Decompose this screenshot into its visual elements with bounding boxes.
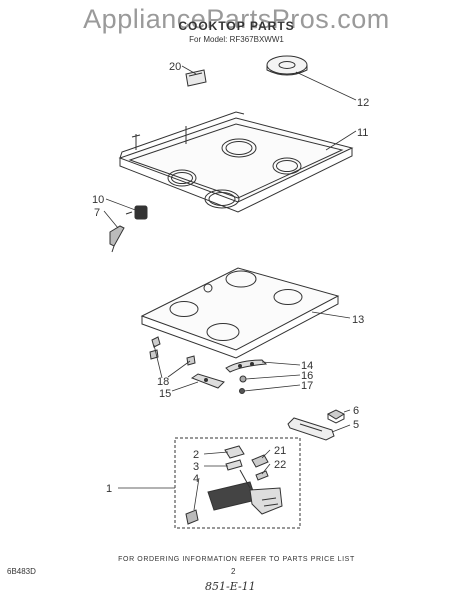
leader-lines: [103, 65, 357, 511]
callout-6: 6: [353, 405, 359, 417]
part-18-clips: [149, 336, 196, 366]
callout-16: 16: [301, 370, 313, 382]
callout-11: 11: [357, 127, 368, 139]
part-17-screw: [239, 388, 245, 394]
callout-13: 13: [352, 314, 364, 326]
callout-3: 3: [193, 461, 199, 473]
page-number: 2: [231, 567, 236, 576]
part-16-screw: [239, 375, 247, 383]
callout-20: 20: [169, 61, 181, 73]
part-15-clip: [190, 373, 225, 389]
part-13-burner-box: [140, 267, 340, 359]
part-7-bracket: [109, 225, 125, 253]
watermark: AppliancePartsPros.com: [83, 4, 390, 34]
callout-21: 21: [274, 445, 286, 457]
handwritten-note: 851-E-11: [205, 580, 256, 593]
callout-7: 7: [94, 207, 100, 219]
callout-17: 17: [301, 380, 313, 392]
part-20-badge: [185, 69, 207, 87]
part-11-cooktop: [118, 111, 354, 213]
part-6-connector: [326, 409, 346, 424]
part-14-spring-clip: [225, 359, 268, 373]
callout-12: 12: [357, 97, 369, 109]
document-id: 6B483D: [7, 567, 36, 576]
part-12-burner-ring: [266, 55, 308, 76]
callout-1: 1: [106, 483, 112, 495]
callout-5: 5: [353, 419, 359, 431]
callout-15: 15: [159, 388, 171, 400]
callout-14: 14: [301, 360, 313, 372]
callout-4: 4: [193, 473, 199, 485]
ordering-note: FOR ORDERING INFORMATION REFER TO PARTS …: [118, 556, 355, 563]
model-line: For Model: RF367BXWW1: [189, 35, 284, 44]
callout-labels: 20 12 11 10 7 13 14 16 17 18 15 6 5 2 3 …: [92, 61, 369, 495]
part-5-bracket: [287, 417, 335, 441]
callout-10: 10: [92, 194, 104, 206]
callout-22: 22: [274, 459, 286, 471]
page-title: COOKTOP PARTS: [178, 19, 295, 33]
callout-2: 2: [193, 449, 199, 461]
part-1-switch-assembly-box: [174, 437, 301, 529]
callout-18: 18: [157, 376, 169, 388]
part-10-hinge: [125, 205, 148, 220]
